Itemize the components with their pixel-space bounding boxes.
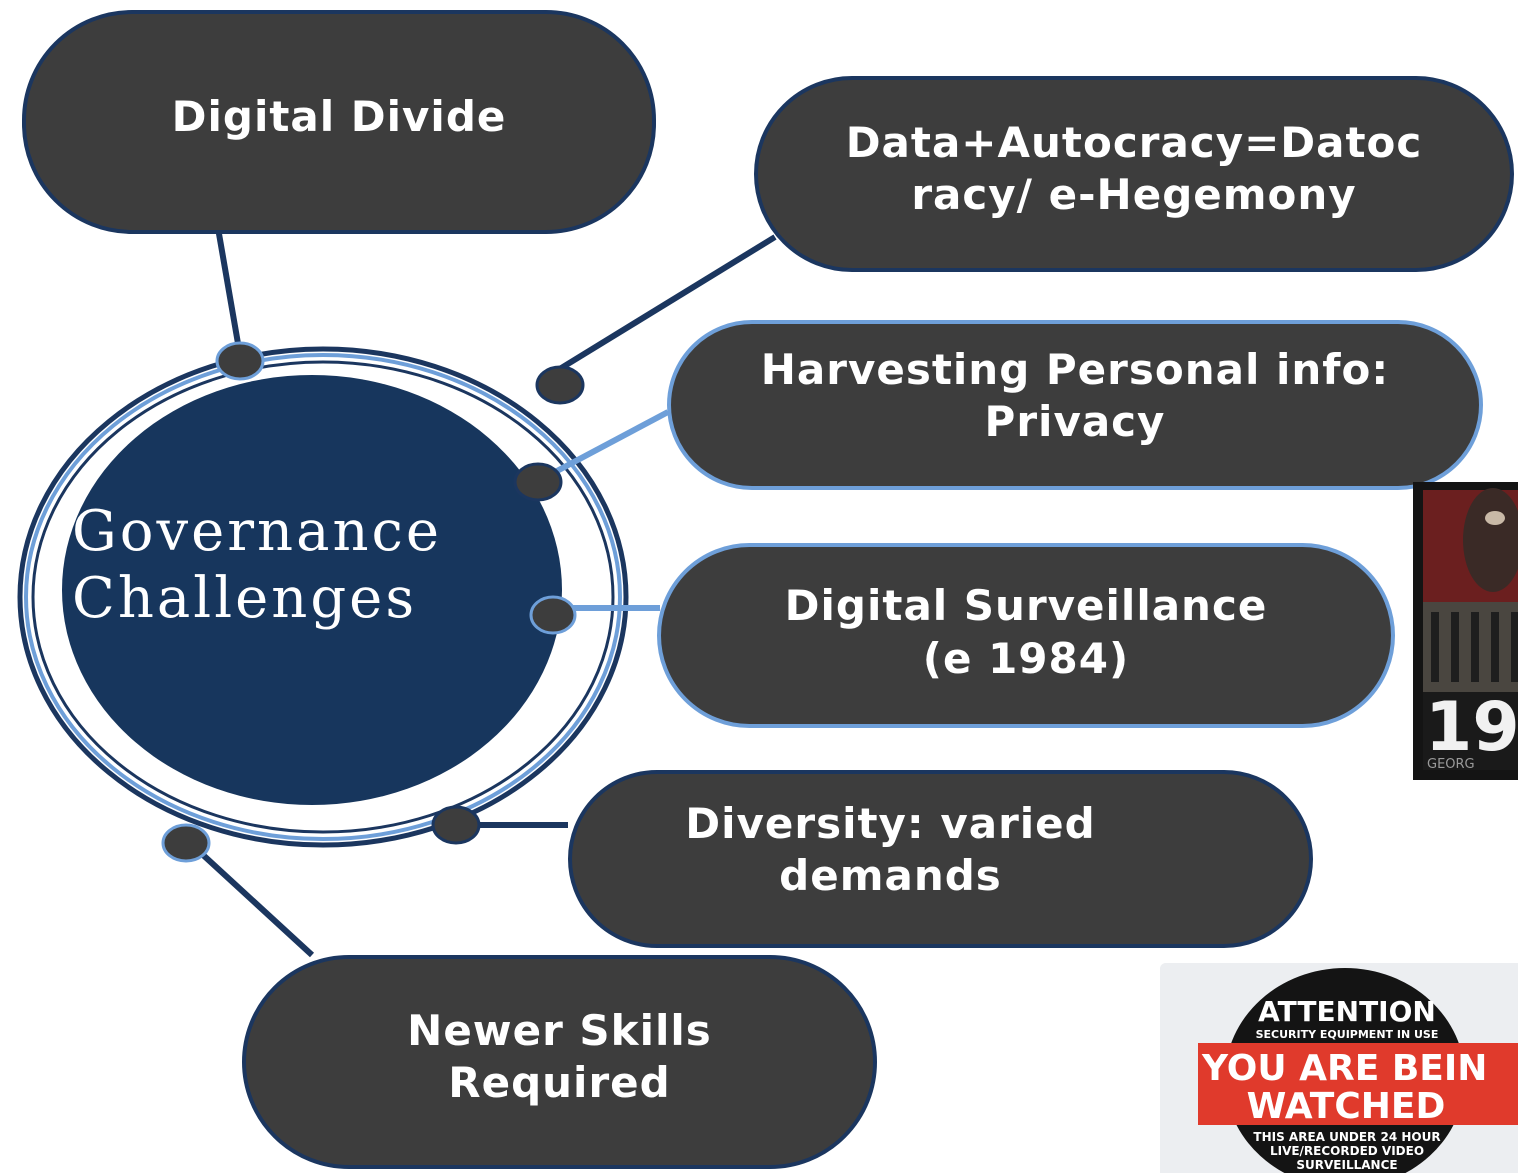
dot-digital-divide (215, 341, 265, 381)
node-privacy-line1: Harvesting Personal info: (760, 344, 1390, 394)
dot-diversity (431, 805, 481, 845)
node-diversity-line1: Diversity: varied (685, 798, 1096, 848)
dot-datocracy (535, 365, 585, 405)
sign-area-line3: SURVEILLANCE (1296, 1158, 1397, 1172)
node-surveillance-line2: (e 1984) (922, 633, 1130, 683)
sign-equipment: SECURITY EQUIPMENT IN USE (1256, 1028, 1439, 1041)
node-digital-divide: Digital Divide (22, 10, 656, 234)
book-cover-author: GEORG (1427, 757, 1475, 772)
surveillance-sign-image: ATTENTION SECURITY EQUIPMENT IN USE YOU … (1160, 963, 1518, 1173)
node-skills: Newer Skills Required (242, 955, 877, 1169)
node-privacy-line2: Privacy (984, 397, 1166, 446)
outer-ring-highlight (24, 353, 622, 841)
center-circle (62, 375, 562, 805)
center-title: Governance Challenges (72, 498, 532, 632)
outer-ring (17, 346, 629, 848)
node-datocracy: Data+Autocracy=Datoc racy/ e-Hegemony (754, 76, 1514, 272)
connector-privacy (538, 409, 670, 483)
book-cover-1984-image: 19 GEORG (1413, 482, 1518, 780)
node-surveillance-line1: Digital Surveillance (784, 581, 1268, 630)
dot-skills (161, 823, 211, 863)
node-surveillance: Digital Surveillance (e 1984) (657, 543, 1395, 728)
sign-attention: ATTENTION (1258, 995, 1436, 1028)
node-diversity: Diversity: varied demands (568, 770, 1313, 948)
node-skills-line1: Newer Skills (407, 1005, 712, 1055)
sign-being-watched-1: YOU ARE BEIN (1201, 1048, 1487, 1089)
node-digital-divide-label: Digital Divide (171, 91, 507, 141)
node-privacy: Harvesting Personal info: Privacy (667, 320, 1483, 490)
center-title-line2: Challenges (72, 566, 418, 632)
sign-art: ATTENTION SECURITY EQUIPMENT IN USE YOU … (1160, 963, 1518, 1173)
node-datocracy-line2: racy/ e-Hegemony (911, 170, 1357, 219)
sign-area-line2: LIVE/RECORDED VIDEO (1270, 1144, 1424, 1158)
node-skills-line2: Required (448, 1058, 671, 1107)
connector-digital-divide (215, 227, 243, 356)
book-cover-art: 19 GEORG (1413, 482, 1518, 780)
sign-area-line1: THIS AREA UNDER 24 HOUR (1253, 1130, 1440, 1144)
book-cover-title: 19 (1425, 688, 1518, 767)
connector-datocracy (556, 234, 777, 373)
node-datocracy-line1: Data+Autocracy=Datoc (845, 117, 1423, 167)
node-diversity-line2: demands (779, 851, 1002, 900)
center-title-line1: Governance (72, 499, 443, 564)
dot-privacy (513, 462, 563, 502)
connector-skills (187, 840, 315, 958)
inner-ring (31, 360, 615, 834)
dot-surveillance (529, 595, 577, 635)
sign-being-watched-2: WATCHED (1247, 1086, 1446, 1127)
